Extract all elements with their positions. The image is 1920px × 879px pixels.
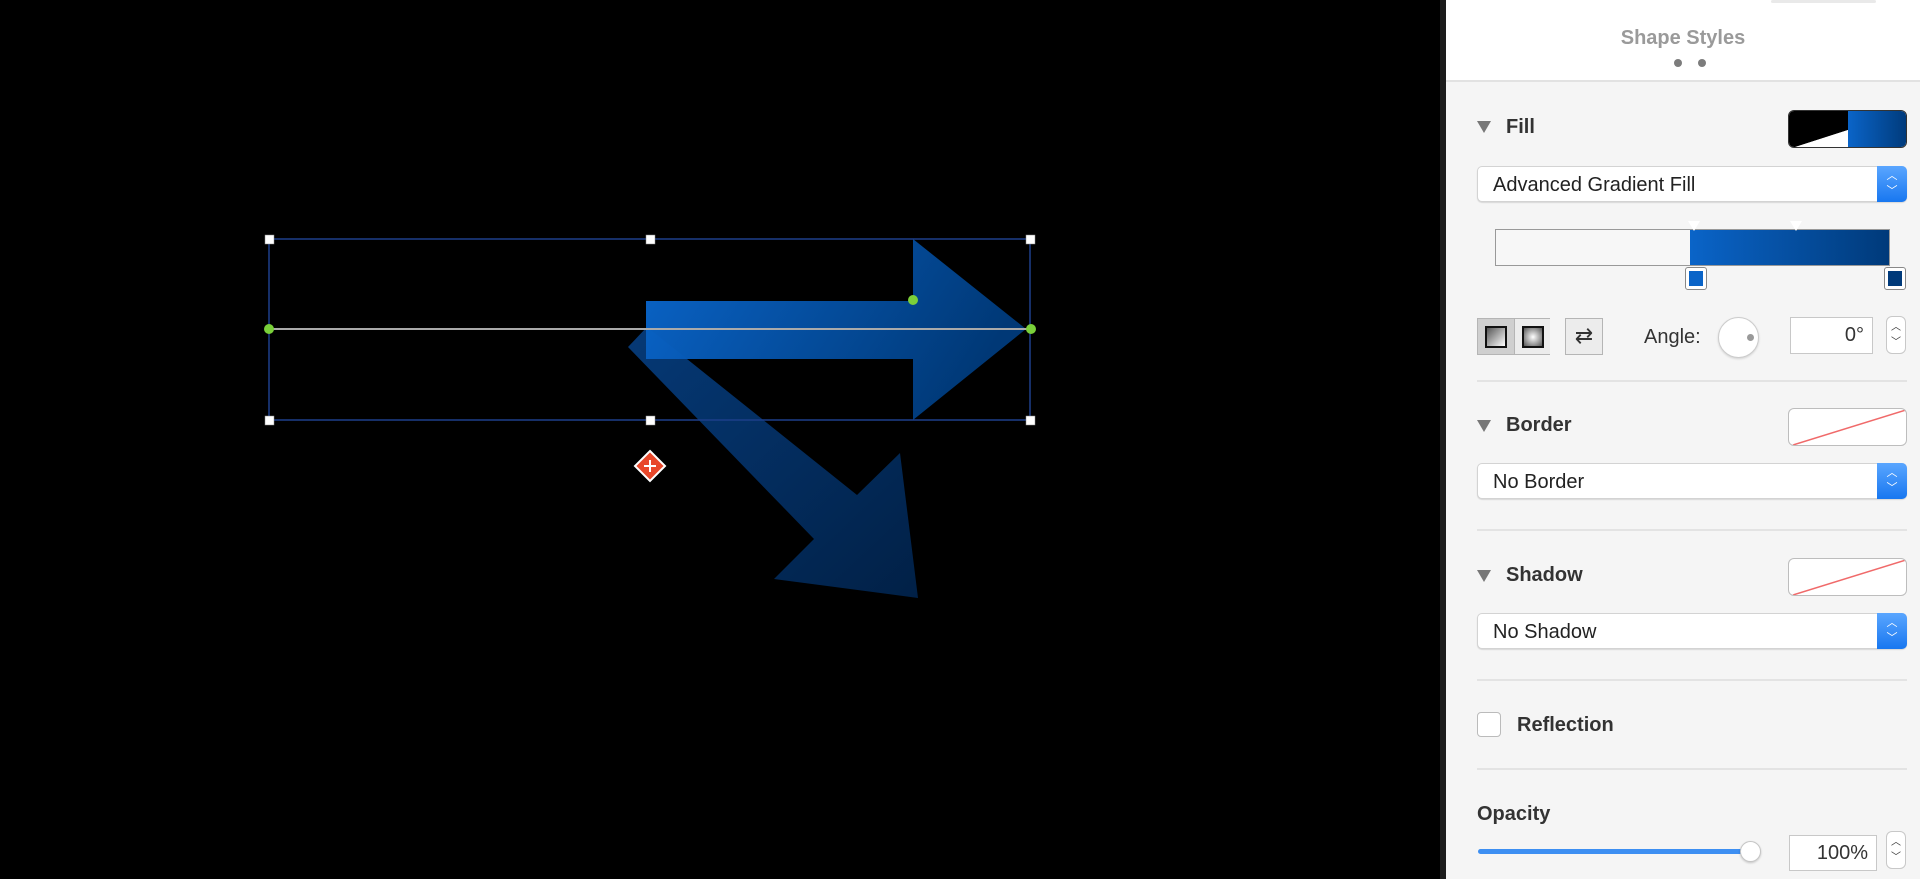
divider [1477,529,1907,531]
shadow-type-value: No Shadow [1493,621,1597,643]
panel-header: Shape Styles [1446,0,1920,82]
panel-title: Shape Styles [1620,27,1746,49]
linear-gradient-button[interactable] [1478,319,1514,354]
page-dot[interactable] [1698,59,1706,67]
gradient-midpoint-handle[interactable] [1790,221,1802,231]
shadow-color-swatch[interactable] [1788,558,1907,596]
green-control-point[interactable] [264,324,274,334]
shadow-type-dropdown[interactable]: No Shadow ︿﹀ [1477,613,1907,649]
border-type-dropdown[interactable]: No Border ︿﹀ [1477,463,1907,499]
green-control-point[interactable] [1026,324,1036,334]
slide-canvas[interactable] [0,0,1440,879]
border-label: Border [1506,414,1572,436]
add-anchor-icon[interactable] [633,449,667,483]
divider [1477,380,1907,382]
disclosure-triangle-icon[interactable] [1477,121,1491,133]
page-dot[interactable] [1674,59,1682,67]
gradient-stop-1[interactable] [1685,267,1707,290]
resize-handle[interactable] [264,415,275,426]
inspector-panel: Shape Styles Fill Advanced Gradient Fill… [1440,0,1920,879]
swap-gradient-button[interactable]: ⇄ [1565,318,1603,355]
fill-color-swatch[interactable] [1788,110,1907,148]
chevron-updown-icon: ︿﹀ [1877,166,1907,202]
gradient-fill-preview [1690,230,1889,265]
angle-input[interactable]: 0° [1790,317,1873,354]
opacity-slider-thumb[interactable] [1740,841,1761,862]
border-color-swatch[interactable] [1788,408,1907,446]
header-tab-indicator [1771,0,1876,3]
shadow-label: Shadow [1506,564,1583,586]
arrow-reflection-shadow [628,327,918,598]
chevron-updown-icon: ︿﹀ [1877,613,1907,649]
disclosure-triangle-icon[interactable] [1477,420,1491,432]
divider [1477,679,1907,681]
resize-handle[interactable] [1025,234,1036,245]
gradient-midpoint-handle[interactable] [1688,221,1700,231]
linear-gradient-icon [1485,326,1507,348]
gradient-type-group [1477,318,1550,355]
reflection-checkbox[interactable] [1477,712,1501,737]
fill-label: Fill [1506,116,1535,138]
opacity-stepper[interactable]: ︿﹀ [1886,831,1906,869]
disclosure-triangle-icon[interactable] [1477,570,1491,582]
resize-handle[interactable] [645,415,656,426]
reflection-label: Reflection [1517,714,1614,736]
opacity-label: Opacity [1477,803,1551,825]
fill-type-value: Advanced Gradient Fill [1493,174,1696,196]
angle-stepper[interactable]: ︿﹀ [1886,316,1906,354]
divider [1477,768,1907,770]
angle-dial[interactable] [1718,317,1759,358]
resize-handle[interactable] [645,234,656,245]
fill-type-dropdown[interactable]: Advanced Gradient Fill ︿﹀ [1477,166,1907,202]
green-control-point[interactable] [908,295,918,305]
chevron-updown-icon: ︿﹀ [1877,463,1907,499]
radial-gradient-icon [1522,326,1544,348]
border-type-value: No Border [1493,471,1585,493]
radial-gradient-button[interactable] [1514,319,1550,354]
resize-handle[interactable] [264,234,275,245]
opacity-input[interactable]: 100% [1789,835,1877,871]
gradient-bar[interactable] [1495,229,1890,266]
resize-handle[interactable] [1025,415,1036,426]
canvas-drawing [264,234,1036,598]
angle-label: Angle: [1644,326,1701,348]
opacity-slider-track[interactable] [1478,849,1750,854]
gradient-stop-2[interactable] [1884,267,1906,290]
swap-arrows-icon: ⇄ [1574,323,1594,348]
